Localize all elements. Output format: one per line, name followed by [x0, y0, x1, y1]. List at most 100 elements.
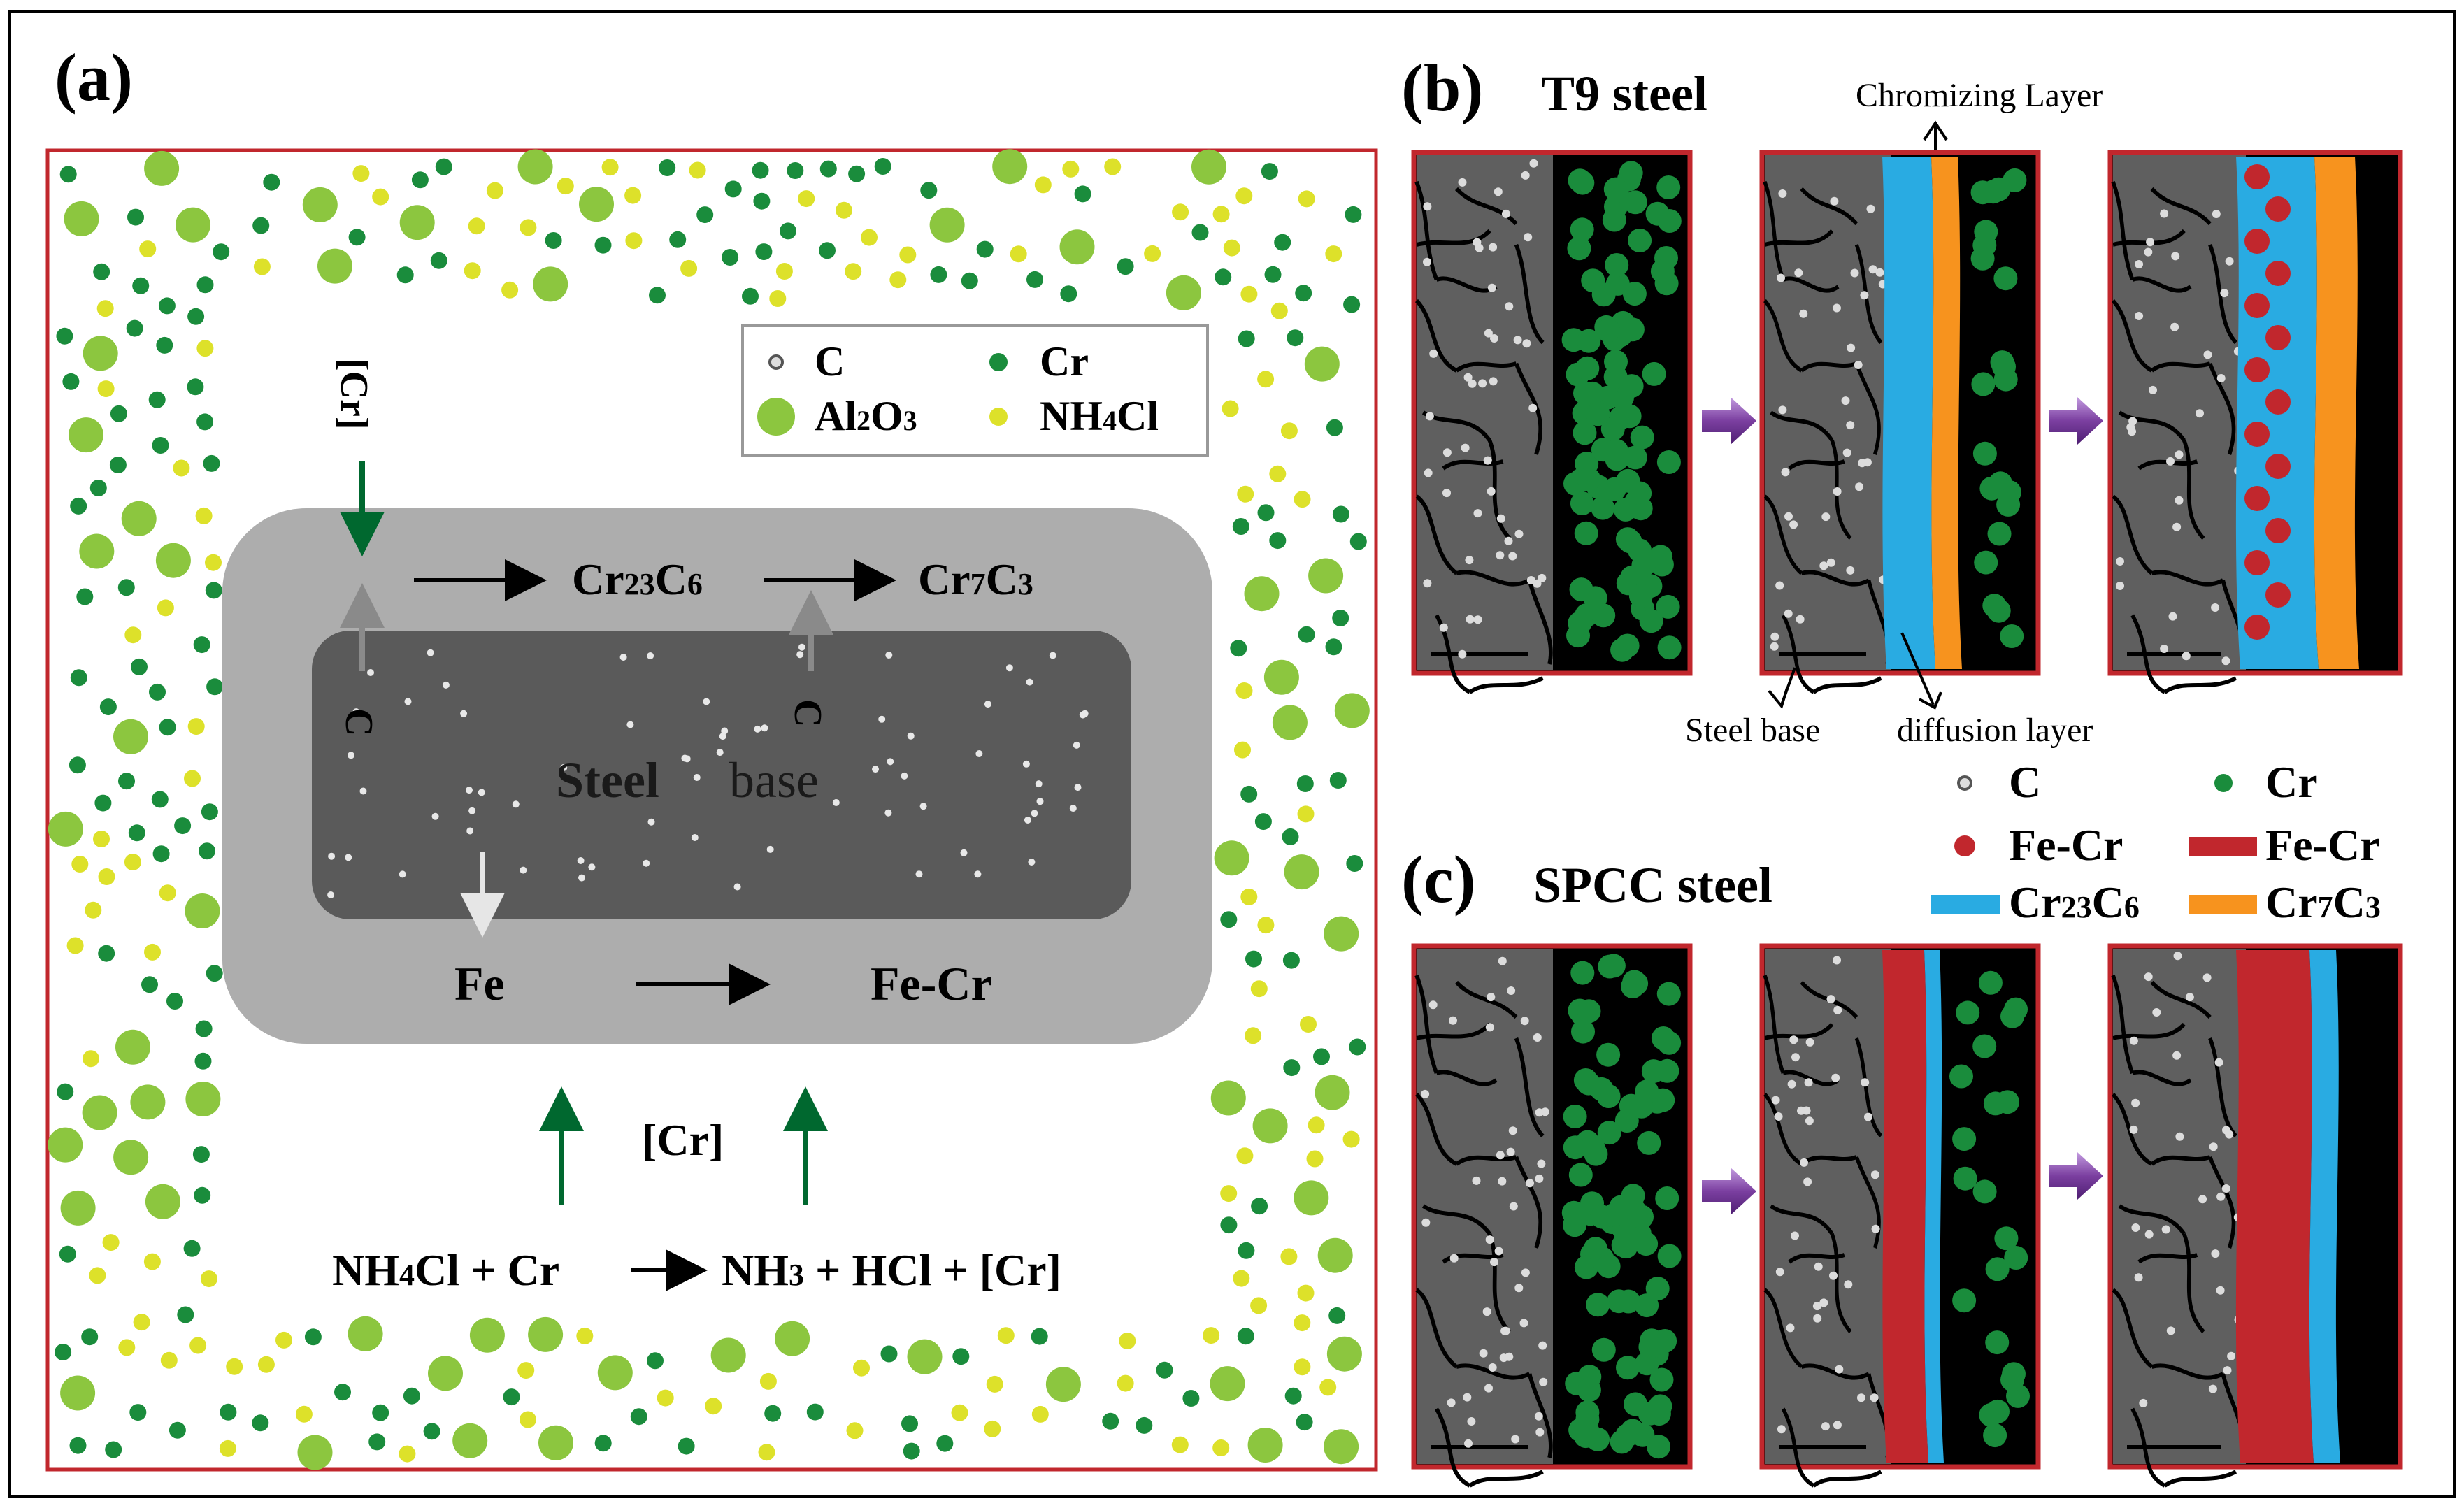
cr-atom [1575, 603, 1599, 627]
cr-atom [1634, 1232, 1659, 1256]
carbon-dot [1079, 711, 1087, 719]
nh4cl-particle [501, 281, 519, 299]
cr-atom [1577, 467, 1601, 491]
carbon-dot [1800, 1158, 1808, 1167]
carbon-dot [1424, 468, 1433, 477]
carbon-dot [1799, 309, 1808, 318]
carbon-dot [345, 854, 352, 861]
carbon-dot [1833, 1005, 1842, 1014]
cr-atom [1596, 1254, 1621, 1279]
carbon-dot [1786, 1323, 1795, 1333]
legend-bc-cr7c3: Cr7C3 [2265, 877, 2381, 927]
nh4cl-particle [846, 1422, 864, 1439]
grain-boundary [2150, 361, 2211, 373]
panel-a-legend: C Cr Al2O3 NH4Cl [741, 324, 1209, 457]
nh4cl-particle [1250, 1297, 1268, 1314]
carbon-dot [1855, 482, 1864, 491]
carbon-dot [1524, 233, 1533, 242]
c-label-mid: C [786, 699, 829, 727]
cr-particle [753, 192, 771, 210]
nh4cl-particle [195, 507, 213, 524]
cr-particle [780, 222, 796, 240]
legend-c-label: C [815, 338, 845, 385]
carbon-dot [1442, 448, 1452, 457]
al2o3-particle [1210, 1080, 1246, 1116]
cr-particle [874, 158, 891, 175]
carbon-dot [2227, 1351, 2236, 1360]
nh4cl-particle [226, 1358, 243, 1375]
carbon-dot [884, 809, 892, 817]
cr-particle [755, 243, 773, 261]
carbon-dot [915, 870, 923, 878]
carbon-dot [1796, 615, 1805, 624]
cr-atom [1604, 438, 1628, 463]
carbon-dot [1036, 798, 1044, 805]
cr-particle [69, 756, 86, 774]
cr-atom [1628, 229, 1652, 252]
carbon-dot [2170, 322, 2179, 331]
cr-particle [187, 308, 205, 325]
cr-particle [1287, 329, 1304, 347]
carbon-dot [1821, 1422, 1830, 1431]
cr-particle [62, 373, 80, 390]
carbon-dot [427, 649, 434, 656]
al2o3-particle [113, 719, 148, 754]
cr-particle [372, 1404, 389, 1421]
al2o3-particle [528, 1316, 564, 1352]
grain-boundary [2137, 1253, 2198, 1264]
al2o3-particle [1210, 1366, 1245, 1402]
grain-boundary [1421, 1204, 1491, 1235]
al2o3-particle [60, 1190, 96, 1226]
carbon-dot [1826, 558, 1835, 567]
cr-particle [141, 976, 158, 993]
carbon-dot [984, 701, 991, 708]
carbon-dot [1821, 512, 1831, 522]
nh4cl-particle [486, 182, 503, 199]
al2o3-particle [1284, 854, 1319, 890]
carbon-dot [1870, 1393, 1879, 1402]
cr-atom [1602, 208, 1626, 232]
carbon-dot [1073, 741, 1080, 749]
panel-b-label: (b) [1401, 50, 1483, 125]
grain-boundary [1455, 361, 1517, 373]
cr-atom [1974, 550, 1998, 575]
carbon-dot [1777, 1425, 1786, 1434]
grain-boundary [1830, 1233, 1852, 1334]
carbon-dot [1449, 1016, 1457, 1025]
carbon-dot [2172, 1051, 2182, 1060]
nh4cl-particle [1062, 160, 1080, 178]
nh4cl-particle [1245, 1027, 1262, 1044]
grain-boundary [1527, 580, 1553, 665]
carbon-dot [348, 752, 354, 759]
carbon-dot [328, 852, 336, 860]
cr-atom [2000, 624, 2024, 648]
carbon-dot [1429, 349, 1438, 358]
cr-atom [1570, 217, 1594, 242]
cr-particle [594, 236, 612, 254]
steel-base-pointer [1768, 667, 1796, 710]
cr-particle [1328, 1307, 1346, 1324]
cr-particle [304, 1328, 322, 1346]
cr-particle [659, 159, 676, 176]
cr-particle [206, 678, 224, 696]
cr-particle [920, 182, 938, 199]
cr-atom [1563, 1135, 1587, 1160]
process-arrow-c1 [1702, 1168, 1756, 1215]
cr-particle [195, 1020, 213, 1037]
carbon-dot [1805, 1116, 1814, 1126]
cr-atom [2000, 1367, 2024, 1392]
cr-atom [1986, 598, 2011, 623]
cr-particle [1238, 330, 1255, 347]
fe-cr-dot [2265, 389, 2291, 415]
diffusion-layer-pointer [1900, 632, 1942, 710]
cr-particle [252, 1414, 269, 1432]
carbon-dot [2225, 257, 2234, 266]
nh4cl-particle [205, 554, 222, 571]
nh4cl-particle [85, 901, 102, 919]
al2o3-particle [597, 1355, 633, 1391]
cr-particle [205, 582, 222, 599]
cr-particle [1325, 638, 1342, 656]
al2o3-particle [533, 266, 568, 302]
nh4cl-particle [1325, 245, 1342, 263]
carbon-dot [703, 698, 710, 705]
